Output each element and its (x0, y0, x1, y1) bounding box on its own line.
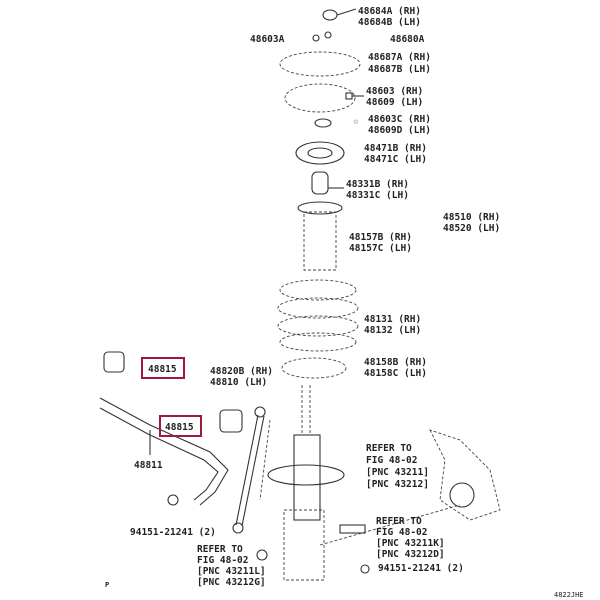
label-48603: 48603 (RH) (366, 86, 423, 97)
refer-left-bolt-line: [PNC 43212G] (197, 577, 266, 588)
label-48810: 48810 (LH) (210, 377, 267, 388)
bolt-icon (339, 524, 366, 534)
refer-left-bolt-line: [PNC 43211L] (197, 566, 266, 577)
refer-right-bolt-line: [PNC 43212D] (376, 549, 445, 560)
label-48815-bushing[interactable]: 48815 (165, 422, 194, 433)
steering-knuckle-icon (429, 429, 501, 521)
label-48132: 48132 (LH) (364, 325, 421, 336)
label-48471B: 48471B (RH) (364, 143, 427, 154)
label-48684B: 48684B (LH) (358, 17, 421, 28)
highlight-box-48815 (159, 415, 202, 437)
label-48157B: 48157B (RH) (349, 232, 412, 243)
upper-nut-icon (322, 9, 338, 21)
strut-parts-drawing: ☆ (99, 8, 501, 581)
refer-right-bolt-line: [PNC 43211K] (376, 538, 445, 549)
label-48158B: 48158B (RH) (364, 357, 427, 368)
label-48609: 48609 (LH) (366, 97, 423, 108)
label-48684A: 48684A (RH) (358, 6, 421, 17)
refer-left-bolt-line: REFER TO (197, 544, 243, 555)
label-48820B: 48820B (RH) (210, 366, 273, 377)
refer-knuckle-line: [PNC 43212] (366, 479, 429, 490)
bushing-icon (103, 351, 125, 373)
label-bolt-left: 94151-21241 (2) (130, 527, 216, 538)
refer-knuckle-line: FIG 48-02 (366, 455, 417, 466)
bumper-icon (311, 171, 329, 195)
refer-right-bolt-line: REFER TO (376, 516, 422, 527)
label-48609D: 48609D (LH) (368, 125, 431, 136)
refer-knuckle-line: REFER TO (366, 443, 412, 454)
bushing-icon (219, 409, 243, 433)
coil-spring-icon (277, 279, 359, 352)
shock-absorber-icon (267, 385, 345, 581)
refer-left-bolt-line: FIG 48-02 (197, 555, 248, 566)
label-48603C: 48603C (RH) (368, 114, 431, 125)
lower-insulator-icon (281, 357, 347, 379)
upper-seat-icon (295, 141, 345, 165)
stabilizer-bar-icon (99, 351, 243, 506)
label-48603A: 48603A (250, 34, 285, 45)
label-48471C: 48471C (LH) (364, 154, 427, 165)
label-48331B: 48331B (RH) (346, 179, 409, 190)
page-marker: P (105, 581, 109, 589)
label-48815-bushing[interactable]: 48815 (148, 364, 177, 375)
label-48510: 48510 (RH) (443, 212, 500, 223)
label-48158C: 48158C (LH) (364, 368, 427, 379)
label-48331C: 48331C (LH) (346, 190, 409, 201)
refer-knuckle-line: [PNC 43211] (366, 467, 429, 478)
label-48680A: 48680A (390, 34, 425, 45)
label-48131: 48131 (RH) (364, 314, 421, 325)
label-48157C: 48157C (LH) (349, 243, 412, 254)
highlight-box-48815 (141, 357, 185, 379)
collar-icon (314, 118, 332, 128)
dust-seal-icon (279, 51, 361, 77)
support-assy-icon (284, 83, 356, 113)
label-48687A: 48687A (RH) (368, 52, 431, 63)
svg-text:☆: ☆ (353, 116, 359, 127)
label-48687B: 48687B (LH) (368, 64, 431, 75)
stabilizer-link-icon (232, 406, 271, 534)
label-48811: 48811 (134, 460, 163, 471)
refer-right-bolt-line: FIG 48-02 (376, 527, 427, 538)
boot-icon (297, 201, 343, 215)
figure-code: 4822JHE (554, 591, 584, 599)
label-48520: 48520 (LH) (443, 223, 500, 234)
label-bolt-right: 94151-21241 (2) (378, 563, 464, 574)
